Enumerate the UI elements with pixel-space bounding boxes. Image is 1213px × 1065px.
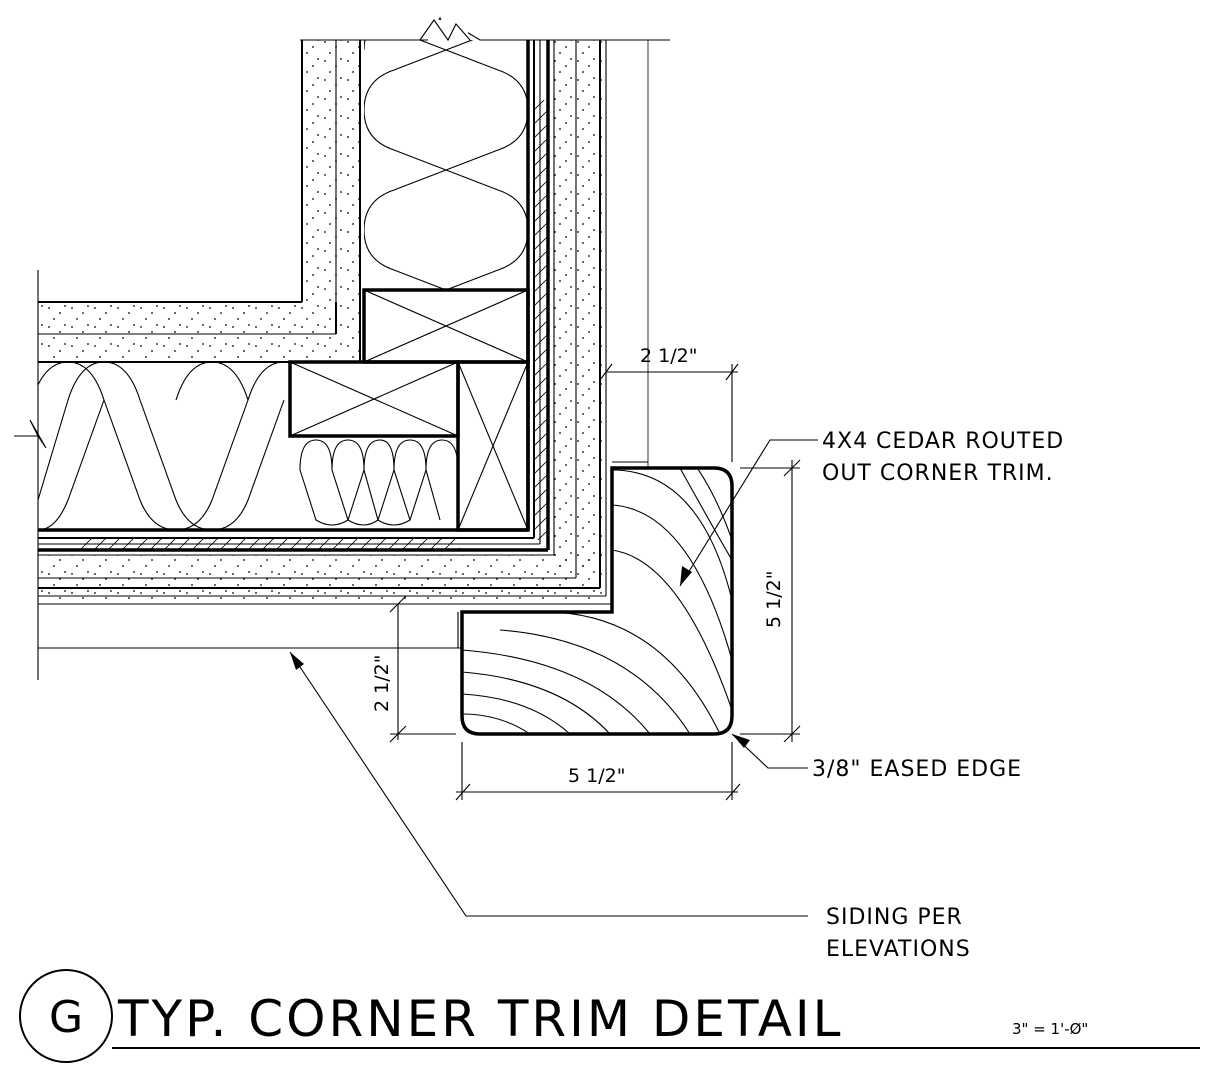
vertical-exterior-board [552,40,602,570]
horizontal-batt-insulation [38,362,285,530]
leader-lines [289,439,818,917]
horizontal-wall [14,270,648,680]
note-eased-edge: 3/8" EASED EDGE [812,757,1022,782]
horizontal-sheathing-hatch [80,538,460,550]
dim-right-height: 5 1/2" [763,571,785,628]
vertical-sheathing-hatch [534,100,548,540]
note-trim-line2: OUT CORNER TRIM. [822,461,1054,486]
note-trim-line1: 4X4 CEDAR ROUTED [822,429,1064,454]
eased-edge-leader-arrow [732,734,750,748]
detail-title: TYP. CORNER TRIM DETAIL [117,990,844,1048]
title-block: G TYP. CORNER TRIM DETAIL 3" = 1'-Ø" [19,969,1200,1063]
siding-leader-arrow [290,652,304,670]
dim-bottom-width: 5 1/2" [568,765,625,787]
dimension-lines [389,363,801,801]
left-break-line [14,419,47,449]
note-siding-line1: SIDING PER [826,905,963,930]
note-siding-line2: ELEVATIONS [826,937,971,962]
small-batt-insulation [299,439,458,526]
dim-left-height: 2 1/2" [371,655,393,712]
dim-top-width: 2 1/2" [640,345,697,367]
vertical-wall [300,16,670,596]
trim-leader-arrow [680,566,692,586]
vertical-stucco-layer [302,40,360,302]
vertical-batt-insulation [364,40,528,290]
detail-scale: 3" = 1'-Ø" [1012,1020,1088,1038]
cedar-corner-trim [460,466,734,736]
dimension-labels: 2 1/2" 5 1/2" 2 1/2" 5 1/2" [371,345,785,787]
detail-tag-circle [19,969,113,1063]
detail-tag-letter: G [49,992,83,1043]
annotation-notes: 4X4 CEDAR ROUTED OUT CORNER TRIM. 3/8" E… [812,429,1064,962]
horizontal-stucco-layer [38,302,360,362]
